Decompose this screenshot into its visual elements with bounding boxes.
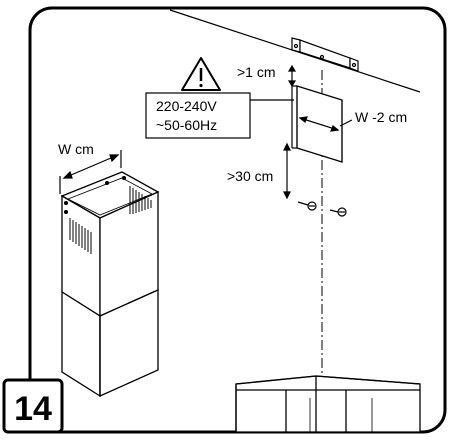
voltage-box [145,92,251,139]
gap-side-dimension [283,142,291,200]
electrical-label [145,57,294,139]
hood-body [235,375,421,433]
gap-side-label: >30 cm [227,168,273,184]
gap-top-dimension [287,64,297,88]
chimney-lower [61,288,159,398]
chimney-vents-right [129,186,152,214]
voltage-label: 220-240V [156,98,217,114]
chimney-upper [60,171,160,318]
step-number: 14 [14,390,52,428]
chimney-width-label: W cm [58,141,94,157]
chimney-width-dimension [59,150,122,194]
frequency-label: ~50-60Hz [156,117,217,133]
width-minus-label: W -2 cm [355,109,407,125]
gap-top-label: >1 cm [237,64,276,80]
warning-triangle-icon [181,57,221,91]
wall-panel [291,85,343,163]
step-number-box [2,378,64,434]
screw-right [329,207,347,217]
chimney-vents-left [69,218,92,254]
width-minus-dimension [298,116,353,132]
screw-left [297,201,317,211]
ceiling-bracket [291,37,359,72]
